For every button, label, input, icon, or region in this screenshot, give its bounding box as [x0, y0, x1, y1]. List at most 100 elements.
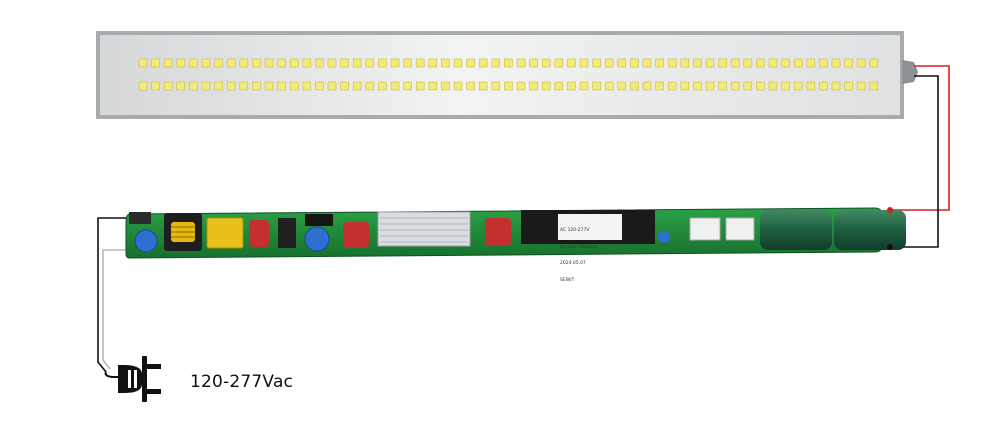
led-chip [239, 81, 249, 91]
led-chip [806, 58, 816, 68]
led-chip [617, 58, 627, 68]
led-chip [630, 58, 639, 68]
led-chip [819, 81, 828, 91]
led-chip [869, 58, 879, 68]
led-chip [315, 81, 324, 91]
transformer-label [558, 214, 622, 240]
led-chip [529, 58, 538, 68]
led-chip [743, 81, 753, 91]
led-chip [567, 81, 576, 91]
led-chip [617, 81, 627, 91]
chip-label-line: SEW/T [560, 277, 575, 283]
led-chip [491, 81, 501, 91]
plug-prong [147, 364, 161, 369]
positive-wire [890, 65, 950, 211]
led-chip [554, 58, 564, 68]
led-chip [781, 81, 790, 91]
led-chip [806, 81, 816, 91]
led-chip [264, 81, 274, 91]
led-chip [768, 81, 778, 91]
led-chip [302, 81, 312, 91]
transformer-label-text: AC 120-277V DC 24V 1000mA 2024.05.07 SEW… [560, 217, 620, 289]
led-chip [340, 58, 349, 68]
led-chip [667, 58, 677, 68]
led-chip [504, 81, 513, 91]
led-chip [743, 58, 753, 68]
led-chip [403, 58, 412, 68]
heatsink-fins [380, 217, 468, 243]
led-chip [189, 81, 198, 91]
ceramic-capacitor [658, 231, 670, 243]
led-chip [453, 58, 463, 68]
led-chip [176, 58, 186, 68]
led-chip [693, 81, 702, 91]
led-chip [541, 58, 551, 68]
led-tube [96, 31, 918, 119]
led-chip [819, 58, 828, 68]
led-chip [793, 81, 803, 91]
led-chip [604, 58, 614, 68]
led-chip [592, 58, 601, 68]
led-chip [516, 81, 526, 91]
led-chip [214, 81, 223, 91]
led-chip [352, 81, 362, 91]
led-chip [466, 81, 475, 91]
led-chip [491, 58, 501, 68]
negative-wire [890, 75, 939, 248]
led-chip [718, 81, 727, 91]
led-chip [315, 58, 324, 68]
chip-label-line: AC 120-277V [560, 228, 590, 233]
plug-prong [147, 389, 161, 394]
led-chip [277, 81, 286, 91]
led-chip [705, 81, 715, 91]
led-chip [504, 58, 513, 68]
led-chip [138, 81, 148, 91]
led-chip [630, 81, 639, 91]
led-chip [277, 58, 286, 68]
led-chip [289, 81, 299, 91]
led-chip [327, 58, 337, 68]
led-chip [831, 58, 841, 68]
led-chip [579, 81, 589, 91]
led-chip [592, 81, 601, 91]
led-chip [642, 81, 652, 91]
led-chip [138, 58, 148, 68]
led-chip [151, 58, 160, 68]
heatsink [377, 211, 471, 247]
positive-output-pad [887, 207, 893, 213]
led-chip [252, 58, 261, 68]
led-chip [567, 58, 576, 68]
led-chip [756, 81, 765, 91]
led-chip [226, 58, 236, 68]
led-chip [756, 58, 765, 68]
film-capacitor [343, 222, 369, 248]
led-chip [730, 81, 740, 91]
led-chip [667, 81, 677, 91]
led-chip [415, 81, 425, 91]
electrolytic-capacitor [760, 210, 832, 250]
led-chip-array [138, 58, 879, 91]
led-chip [844, 58, 853, 68]
chip-label-line: DC 24V 1000mA [560, 244, 598, 250]
led-chip [441, 58, 450, 68]
led-chip [390, 81, 400, 91]
plug-body-stripe [128, 370, 131, 388]
led-chip [579, 58, 589, 68]
led-chip [226, 81, 236, 91]
led-chip [327, 81, 337, 91]
led-chip [163, 81, 173, 91]
led-chip [781, 58, 790, 68]
film-capacitor [485, 218, 511, 246]
led-chip [680, 81, 690, 91]
led-chip [352, 58, 362, 68]
led-chip [655, 81, 664, 91]
led-chip [693, 58, 702, 68]
led-chip [390, 58, 400, 68]
led-chip [466, 58, 475, 68]
x-capacitor [206, 217, 244, 249]
led-chip [201, 81, 211, 91]
led-chip [252, 81, 261, 91]
led-chip [201, 58, 211, 68]
led-chip [264, 58, 274, 68]
